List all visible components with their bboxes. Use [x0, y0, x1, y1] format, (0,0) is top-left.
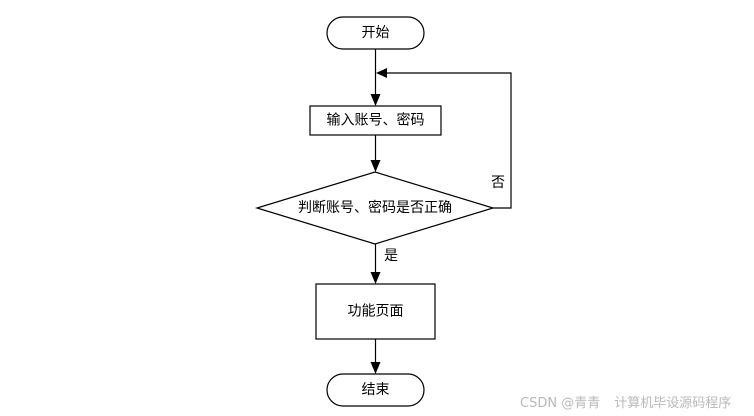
input-node: 输入账号、密码 — [309, 105, 442, 136]
watermark-source: CSDN @青青 — [520, 396, 601, 411]
start-node-label: 开始 — [362, 25, 390, 41]
function-page-node: 功能页面 — [315, 283, 436, 340]
function-page-node-label: 功能页面 — [348, 304, 404, 320]
decision-node: 判断账号、密码是否正确 — [254, 171, 496, 245]
watermark: CSDN @青青计算机毕设源码程序 — [520, 392, 731, 411]
start-node: 开始 — [326, 16, 425, 50]
input-node-shape — [309, 105, 442, 136]
arrow-decision-yes — [370, 272, 381, 284]
input-node-label: 输入账号、密码 — [327, 112, 425, 129]
end-node-label: 结束 — [362, 382, 390, 398]
arrow-input-to-decision — [370, 160, 381, 172]
no-label: 否 — [491, 175, 505, 191]
decision-node-label: 判断账号、密码是否正确 — [298, 199, 452, 216]
arrow-start-to-input — [370, 94, 381, 106]
function-page-node-shape — [315, 283, 436, 340]
edge-decision-no-loop — [387, 72, 512, 209]
arrow-decision-no-loop — [376, 68, 387, 78]
arrow-function-to-end — [370, 362, 381, 374]
end-node-shape — [326, 373, 425, 407]
yes-label: 是 — [384, 248, 398, 264]
watermark-author: 计算机毕设源码程序 — [614, 396, 732, 411]
end-node: 结束 — [326, 373, 425, 407]
